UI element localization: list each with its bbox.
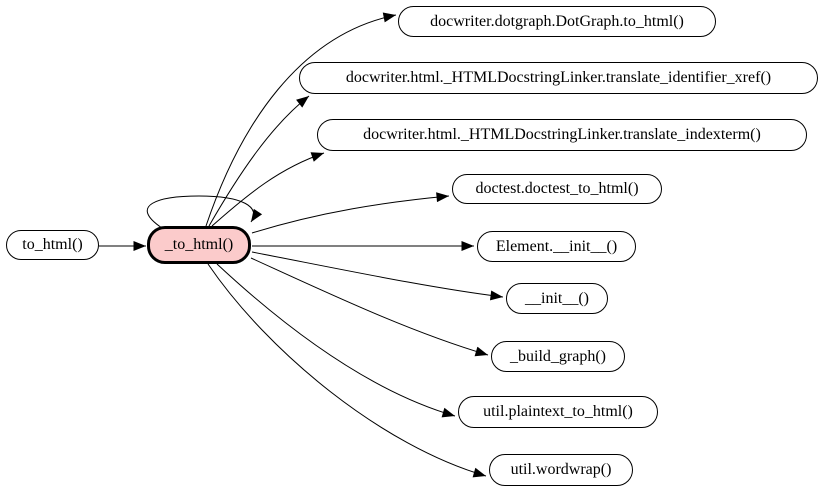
edge-center-to-translate-indexterm [211,152,325,227]
callee-node-translate-identifier-xref[interactable]: docwriter.html._HTMLDocstringLinker.tran… [299,62,818,94]
callee-node-doctest-to-html[interactable]: doctest.doctest_to_html() [452,174,662,204]
callee-node-plaintext-to-html[interactable]: util.plaintext_to_html() [458,396,658,428]
center-node-to-html[interactable]: _to_html() [147,226,251,264]
node-label: util.wordwrap() [510,461,612,478]
node-label: docwriter.dotgraph.DotGraph.to_html() [430,12,684,30]
node-label: to_html() [22,236,83,253]
callee-node-wordwrap[interactable]: util.wordwrap() [489,454,633,486]
edge-center-to-doctest-to-html [251,192,450,234]
edge-center-to-plaintext-to-html [216,263,456,418]
node-label: doctest.doctest_to_html() [475,180,639,197]
edge-center-to-init [251,251,504,301]
callee-node-translate-indexterm[interactable]: docwriter.html._HTMLDocstringLinker.tran… [317,119,807,151]
callee-node-element-init[interactable]: Element.__init__() [477,231,636,262]
edge-center-to-wordwrap [207,263,487,478]
callee-node-dotgraph-to-html[interactable]: docwriter.dotgraph.DotGraph.to_html() [398,6,716,37]
node-label: Element.__init__() [495,237,618,255]
callee-node-build-graph[interactable]: _build_graph() [491,341,625,372]
node-label: __init__() [525,289,589,307]
node-label: docwriter.html._HTMLDocstringLinker.tran… [345,69,772,86]
callee-node-init[interactable]: __init__() [506,283,608,314]
node-label: docwriter.html._HTMLDocstringLinker.tran… [363,126,761,143]
edge-center-to-build-graph [250,257,489,357]
node-label: util.plaintext_to_html() [483,403,633,420]
edge-center-to-translate-identifier-xref [208,95,310,227]
edge-self-loop [146,195,263,229]
caller-node-to-html[interactable]: to_html() [6,230,99,260]
edge-center-to-dotgraph-to-html [205,12,397,227]
node-label: _build_graph() [510,347,606,365]
node-label: _to_html() [164,236,234,253]
